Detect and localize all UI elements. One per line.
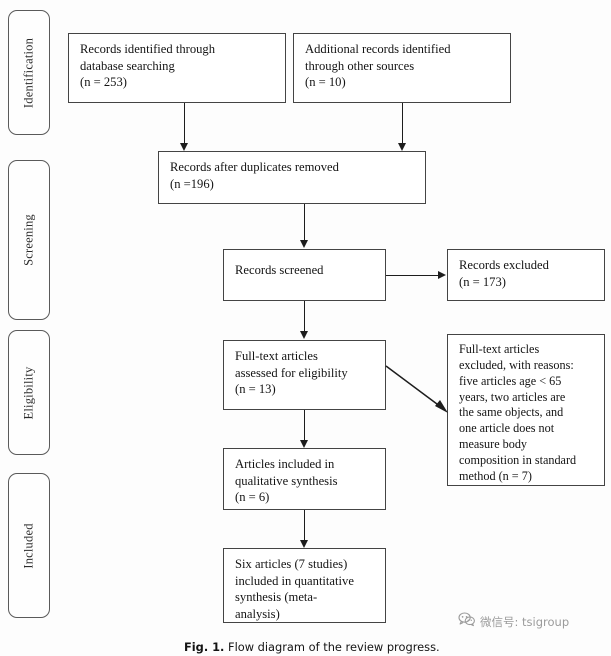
stage-identification-label: Identification (21, 37, 36, 108)
connector-fulltext-to-excluded (385, 365, 448, 413)
box-records-after-duplicates-removed: Records after duplicates removed (n =196… (158, 151, 426, 204)
box-fulltext-excluded-reasons: Full-text articles excluded, with reason… (447, 334, 605, 486)
arrowhead-other-to-duplicates (398, 143, 406, 151)
stage-included-label: Included (21, 522, 36, 569)
connector-screened-to-fulltext (304, 301, 305, 333)
box-records-identified-database: Records identified through database sear… (68, 33, 286, 103)
box-quantitative-synthesis: Six articles (7 studies) included in qua… (223, 548, 386, 623)
arrowhead-database-to-duplicates (180, 143, 188, 151)
connector-other-to-duplicates (402, 103, 403, 145)
stage-identification: Identification (8, 10, 50, 135)
figure-caption-text: Flow diagram of the review progress. (228, 640, 440, 654)
figure-caption-number: Fig. 1. (184, 640, 225, 654)
connector-screened-to-excluded (386, 275, 439, 276)
wechat-watermark-text: 微信号: tsigroup (480, 615, 570, 629)
stage-included: Included (8, 473, 50, 618)
box-records-excluded: Records excluded (n = 173) (447, 249, 605, 301)
connector-database-to-duplicates (184, 103, 185, 145)
arrowhead-fulltext-to-qualitative (300, 440, 308, 448)
box-qualitative-synthesis: Articles included in qualitative synthes… (223, 448, 386, 510)
arrowhead-duplicates-to-screened (300, 240, 308, 248)
stage-eligibility-label: Eligibility (21, 366, 36, 419)
connector-qualitative-to-quantitative (304, 510, 305, 542)
stage-screening-label: Screening (21, 214, 36, 266)
arrowhead-screened-to-fulltext (300, 331, 308, 339)
wechat-watermark: 微信号: tsigroup (458, 612, 569, 632)
figure-caption: Fig. 1. Flow diagram of the review progr… (184, 640, 440, 654)
arrowhead-qualitative-to-quantitative (300, 540, 308, 548)
box-records-screened: Records screened (223, 249, 386, 301)
connector-duplicates-to-screened (304, 204, 305, 242)
box-fulltext-assessed-eligibility: Full-text articles assessed for eligibil… (223, 340, 386, 410)
box-additional-records-other-sources: Additional records identified through ot… (293, 33, 511, 103)
arrowhead-screened-to-excluded (438, 271, 446, 279)
connector-fulltext-to-qualitative (304, 410, 305, 442)
stage-screening: Screening (8, 160, 50, 320)
stage-eligibility: Eligibility (8, 330, 50, 455)
wechat-icon (458, 612, 475, 632)
